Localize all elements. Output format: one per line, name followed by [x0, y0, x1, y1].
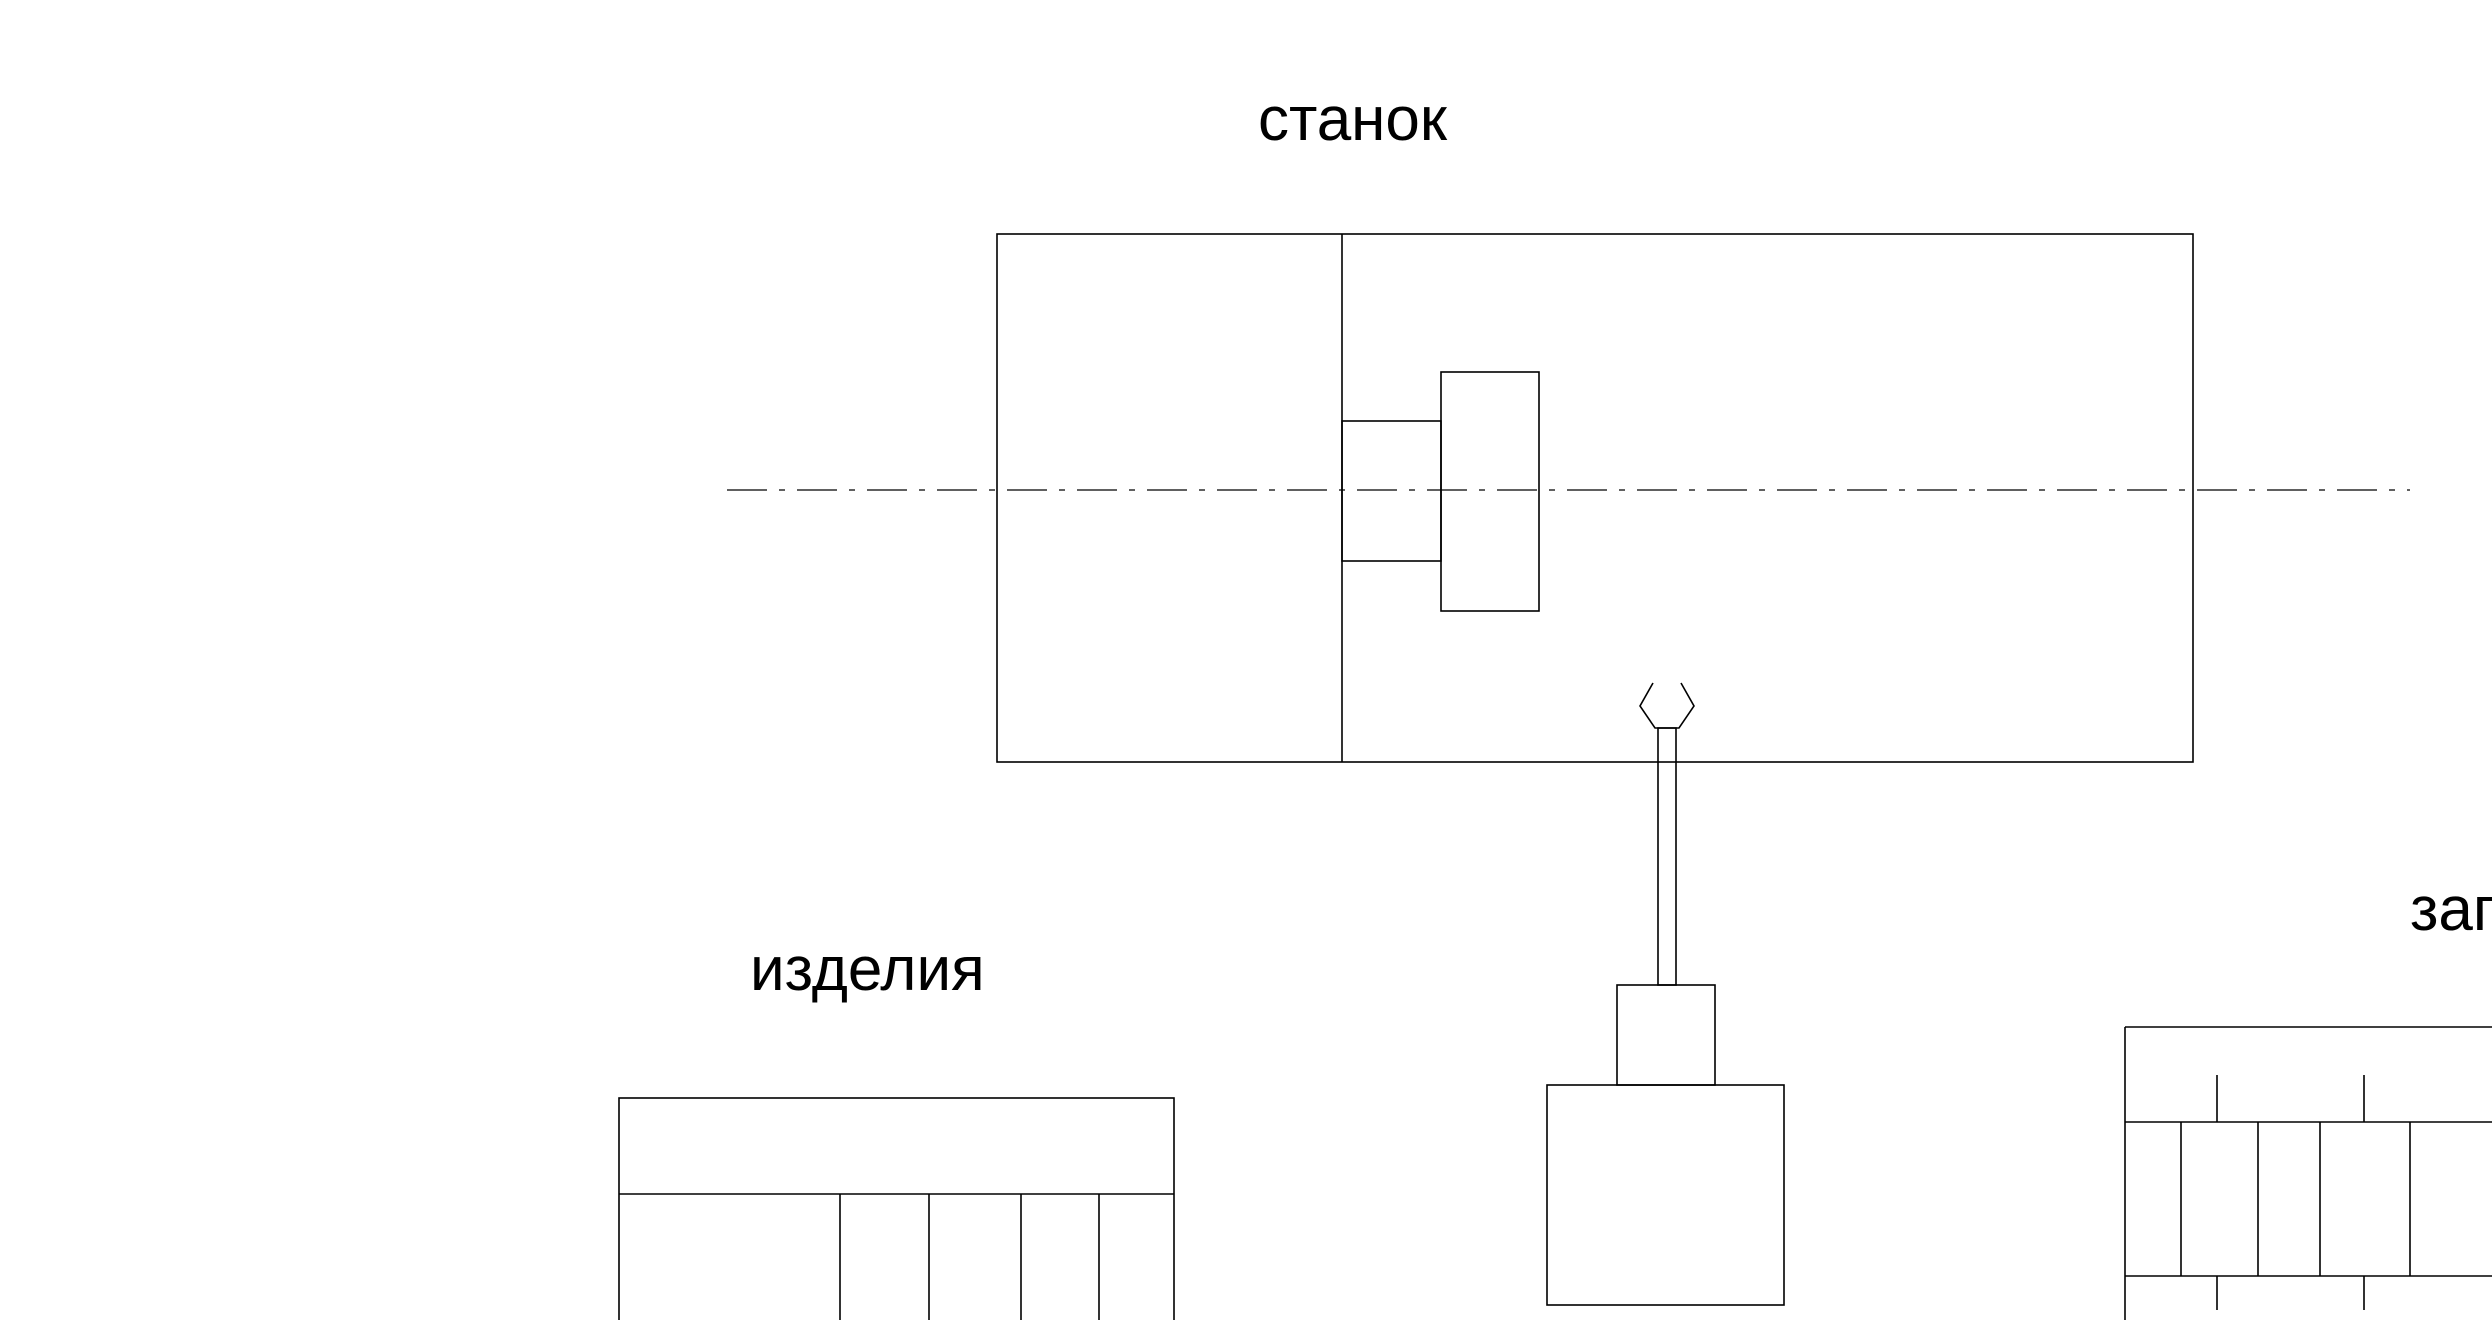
products-label: изделия	[750, 935, 985, 1004]
robot-base	[1546, 1084, 1785, 1306]
machine	[727, 233, 2410, 763]
products-storage-box	[618, 1097, 1175, 1320]
blanks-storage	[2124, 1026, 2492, 1320]
machine-label: станок	[1258, 85, 1448, 154]
robot-neck	[1616, 984, 1716, 1086]
products-storage	[618, 1097, 1175, 1320]
spindle-shaft	[1341, 420, 1442, 562]
chuck	[1440, 371, 1540, 612]
gripper	[1639, 682, 1695, 729]
machine-frame	[996, 233, 2194, 763]
blanks-label: заг	[2410, 875, 2492, 944]
robot-manipulator	[1546, 682, 1785, 1306]
robot-arm	[1657, 727, 1677, 986]
